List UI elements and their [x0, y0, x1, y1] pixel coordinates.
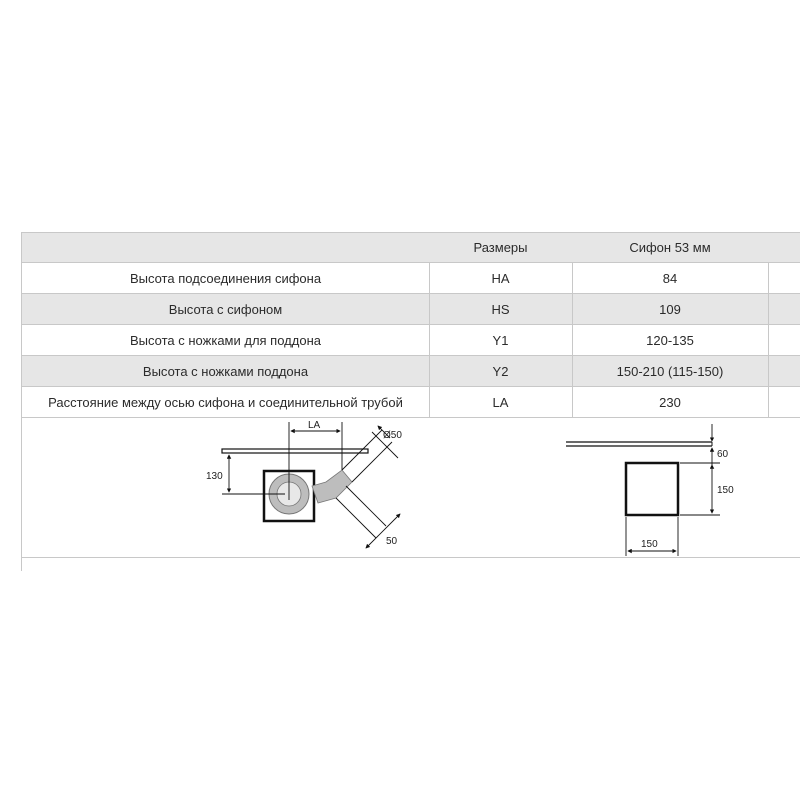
dim-diameter-label: Ø50: [383, 430, 402, 441]
table-row: Расстояние между осью сифона и соедините…: [22, 387, 800, 418]
table-header-row: Размеры Сифон 53 мм: [22, 232, 800, 263]
row-code: Y1: [492, 332, 509, 348]
border-tick: [21, 557, 22, 571]
dim-150-vertical-label: 150: [717, 485, 734, 496]
row-label: Высота с ножками поддона: [142, 363, 309, 379]
row-code: Y2: [492, 363, 509, 379]
row-code: HS: [491, 301, 510, 317]
row-code: HA: [491, 270, 510, 286]
row-value: 230: [659, 394, 681, 410]
drain-drawing: 60 150 150: [566, 424, 734, 556]
dim-la-label: LA: [308, 420, 321, 431]
table-row: Высота с сифоном HS 109: [22, 294, 800, 325]
dim-130-label: 130: [206, 471, 223, 482]
siphon-drawing: LA Ø50 130 50: [206, 420, 402, 549]
dim-150-horizontal-label: 150: [641, 539, 658, 550]
dim-60-label: 60: [717, 449, 729, 460]
row-label: Расстояние между осью сифона и соедините…: [48, 394, 403, 410]
header-siphon-53: Сифон 53 мм: [629, 240, 711, 255]
row-label: Высота подсоединения сифона: [129, 270, 322, 286]
table-row: Высота подсоединения сифона HA 84: [22, 263, 800, 294]
header-col1: [22, 233, 429, 262]
row-label: Высота с сифоном: [168, 301, 283, 317]
dim-50-label: 50: [386, 536, 398, 547]
dim-50-line: [365, 513, 401, 549]
table-row: Высота с ножками поддона Y2 150-210 (115…: [22, 356, 800, 387]
table-row: Высота с ножками для поддона Y1 120-135: [22, 325, 800, 356]
tray-plate: [221, 448, 369, 454]
dimensions-table: Размеры Сифон 53 мм Высота подсоединения…: [21, 232, 800, 418]
header-dimensions: Размеры: [473, 240, 528, 255]
drawings-area: [21, 417, 800, 558]
drain-square-right: [624, 461, 680, 517]
row-value: 120-135: [646, 332, 694, 348]
row-value: 109: [659, 301, 681, 317]
dim-diameter-line: [377, 425, 391, 439]
row-value: 84: [662, 270, 678, 286]
row-label: Высота с ножками для поддона: [130, 332, 321, 348]
row-code: LA: [492, 394, 509, 410]
row-value: 150-210 (115-150): [616, 363, 724, 379]
